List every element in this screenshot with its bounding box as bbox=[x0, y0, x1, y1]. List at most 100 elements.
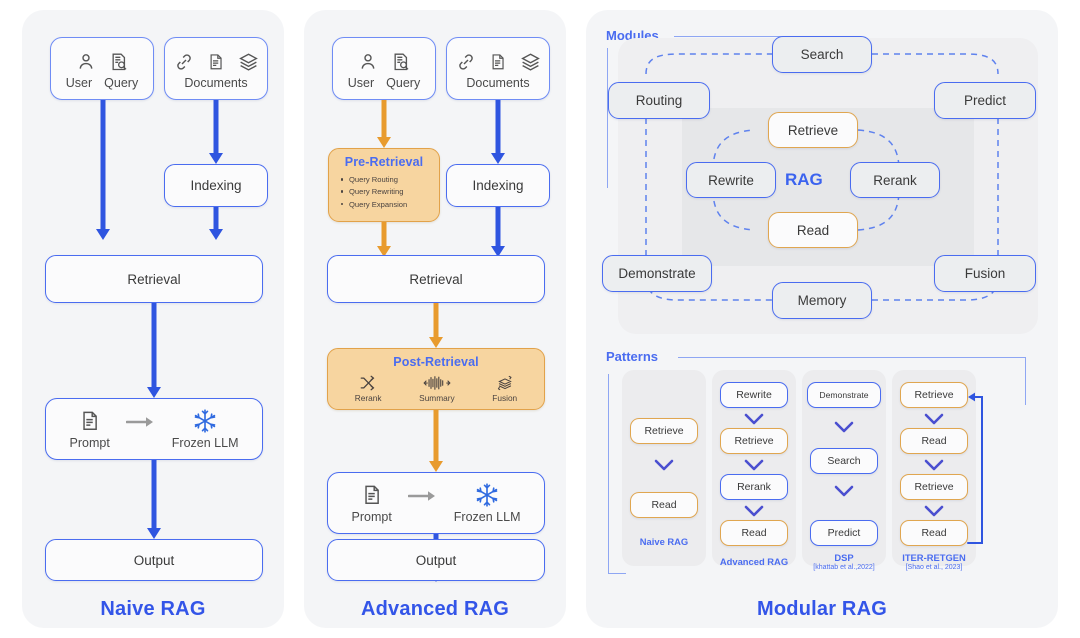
pattern-step-retrieve[interactable]: Retrieve bbox=[720, 428, 788, 454]
chevron-down-icon bbox=[834, 421, 854, 433]
advanced-arrow-pre-to-retrieval bbox=[376, 222, 392, 257]
user-icon bbox=[79, 54, 92, 69]
panel-title-advanced: Advanced RAG bbox=[361, 598, 509, 620]
pattern-step-rewrite[interactable]: Rewrite bbox=[720, 382, 788, 408]
chevron-down-icon bbox=[744, 459, 764, 471]
advanced-documents-label: Documents bbox=[466, 76, 530, 90]
module-node-routing[interactable]: Routing bbox=[608, 82, 710, 119]
advanced-query-label: Query bbox=[386, 76, 421, 90]
advanced-arrow-docs-to-indexing bbox=[490, 100, 506, 164]
pattern-step-read[interactable]: Read bbox=[900, 520, 968, 546]
pattern-caption-dsp: DSP [khattab et al.,2022] bbox=[802, 552, 886, 573]
pattern-caption-iter-retgen: ITER-RETGEN [Shao et al., 2023] bbox=[889, 552, 979, 573]
pre-retrieval-title: Pre-Retrieval bbox=[344, 155, 424, 169]
post-retrieval-title: Post-Retrieval bbox=[393, 355, 479, 369]
advanced-prompt-llm-box: Prompt Frozen LLM bbox=[327, 472, 545, 534]
right-arrow-icon bbox=[407, 491, 435, 501]
advanced-documents-icons bbox=[456, 47, 541, 73]
pattern-name: DSP bbox=[834, 552, 854, 563]
query-icon bbox=[112, 53, 126, 71]
layers-icon bbox=[520, 53, 540, 71]
chevron-down-icon bbox=[834, 485, 854, 497]
shuffle-icon bbox=[360, 375, 375, 391]
panel-title-modular: Modular RAG bbox=[757, 598, 887, 620]
post-retrieval-label: Rerank bbox=[354, 393, 382, 403]
module-node-rewrite[interactable]: Rewrite bbox=[686, 162, 776, 198]
snowflake-icon bbox=[476, 483, 498, 507]
pattern-column-advanced: Rewrite Retrieve Rerank Read Advanced RA… bbox=[710, 370, 798, 568]
naive-input-labels: User Query bbox=[66, 76, 138, 90]
modules-bracket bbox=[607, 48, 609, 188]
chevron-down-icon bbox=[924, 505, 944, 517]
pattern-step-retrieve[interactable]: Retrieve bbox=[630, 418, 698, 444]
pattern-step-read[interactable]: Read bbox=[900, 428, 968, 454]
module-node-search[interactable]: Search bbox=[772, 36, 872, 73]
module-node-predict[interactable]: Predict bbox=[934, 82, 1036, 119]
advanced-arrow-retrieval-to-post bbox=[428, 303, 444, 348]
naive-input-icons bbox=[76, 47, 129, 73]
right-arrow-icon bbox=[125, 417, 153, 427]
advanced-indexing-node: Indexing bbox=[446, 164, 550, 207]
naive-prompt-label: Prompt bbox=[69, 436, 110, 450]
panel-title-naive: Naive RAG bbox=[100, 598, 206, 620]
post-retrieval-fusion: Fusion bbox=[492, 374, 517, 403]
rag-center-label: RAG bbox=[785, 170, 823, 189]
naive-prompt-cell: Prompt bbox=[70, 408, 110, 450]
document-icon bbox=[364, 485, 379, 504]
post-retrieval-summary: Summary bbox=[419, 374, 455, 403]
module-node-demonstrate[interactable]: Demonstrate bbox=[602, 255, 712, 292]
post-retrieval-box: Post-Retrieval Rerank Summary bbox=[327, 348, 545, 410]
pattern-column-dsp: Demonstrate Search Predict DSP [khattab … bbox=[802, 370, 886, 571]
advanced-input-labels: User Query bbox=[348, 76, 420, 90]
patterns-section-label: Patterns bbox=[606, 349, 659, 364]
document-icon bbox=[492, 54, 504, 70]
document-icon bbox=[210, 54, 222, 70]
naive-indexing-node: Indexing bbox=[164, 164, 268, 207]
advanced-frozen-llm-label: Frozen LLM bbox=[453, 510, 521, 524]
chevron-down-icon bbox=[654, 459, 674, 471]
naive-output-node: Output bbox=[45, 539, 263, 581]
user-icon bbox=[361, 54, 374, 69]
pattern-step-retrieve[interactable]: Retrieve bbox=[900, 474, 968, 500]
chevron-down-icon bbox=[744, 505, 764, 517]
patterns-bracket-left bbox=[608, 374, 610, 574]
advanced-retrieval-node: Retrieval bbox=[327, 255, 545, 303]
advanced-frozen-llm-cell: Frozen LLM bbox=[454, 482, 521, 524]
module-node-rerank[interactable]: Rerank bbox=[850, 162, 940, 198]
post-retrieval-items: Rerank Summary bbox=[328, 374, 544, 403]
link-icon bbox=[176, 54, 191, 70]
patterns-rule bbox=[678, 357, 1026, 359]
pre-retrieval-box: Pre-Retrieval Query Routing Query Rewrit… bbox=[328, 148, 440, 222]
naive-documents-labels: Documents bbox=[184, 76, 247, 90]
naive-frozen-llm-label: Frozen LLM bbox=[171, 436, 239, 450]
module-node-fusion[interactable]: Fusion bbox=[934, 255, 1036, 292]
document-icon bbox=[82, 411, 97, 430]
snowflake-icon bbox=[194, 409, 216, 433]
module-node-read[interactable]: Read bbox=[768, 212, 858, 248]
pattern-step-retrieve[interactable]: Retrieve bbox=[900, 382, 968, 408]
post-retrieval-rerank: Rerank bbox=[355, 374, 382, 403]
naive-arrow-retrieval-to-prompt bbox=[146, 303, 162, 398]
pattern-step-read[interactable]: Read bbox=[720, 520, 788, 546]
modules-rule bbox=[674, 36, 822, 38]
pattern-step-demonstrate[interactable]: Demonstrate bbox=[807, 382, 881, 408]
naive-documents-box: Documents bbox=[164, 37, 268, 100]
chevron-down-icon bbox=[744, 413, 764, 425]
query-icon bbox=[394, 53, 408, 71]
pattern-caption-advanced: Advanced RAG bbox=[710, 556, 798, 568]
advanced-output-node: Output bbox=[327, 539, 545, 581]
naive-frozen-llm-cell: Frozen LLM bbox=[172, 408, 239, 450]
pattern-step-read[interactable]: Read bbox=[630, 492, 698, 518]
naive-arrow-docs-to-indexing bbox=[208, 100, 224, 164]
post-retrieval-label: Fusion bbox=[492, 393, 518, 403]
pattern-step-rerank[interactable]: Rerank bbox=[720, 474, 788, 500]
module-node-memory[interactable]: Memory bbox=[772, 282, 872, 319]
advanced-prompt-cell: Prompt bbox=[352, 482, 392, 524]
module-node-retrieve[interactable]: Retrieve bbox=[768, 112, 858, 148]
advanced-arrow-query-to-pre bbox=[376, 100, 392, 148]
patterns-bracket-foot bbox=[608, 573, 626, 575]
pattern-citation: [Shao et al., 2023] bbox=[905, 563, 963, 571]
pattern-step-predict[interactable]: Predict bbox=[810, 520, 878, 546]
pattern-step-search[interactable]: Search bbox=[810, 448, 878, 474]
advanced-input-icons bbox=[358, 47, 411, 73]
